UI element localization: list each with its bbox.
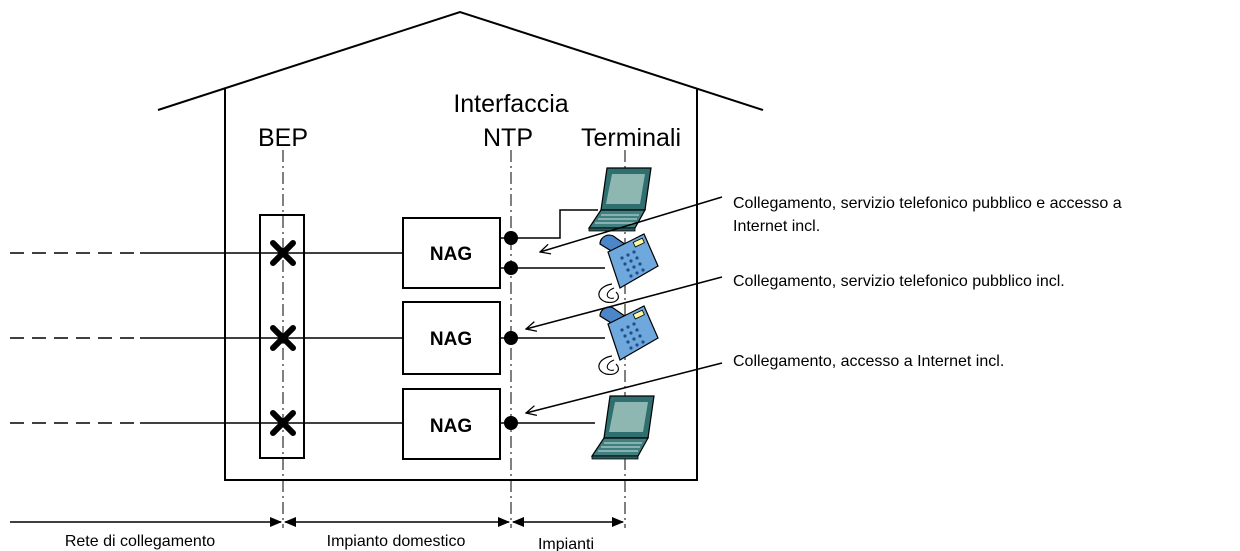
annotation-leaders (526, 196, 723, 413)
terminals-label: Terminali (581, 124, 681, 152)
nag-box: NAG (402, 388, 501, 460)
annotation-text: Collegamento, servizio telefonico pubbli… (733, 195, 1122, 212)
annotation-text: Internet incl. (733, 218, 820, 235)
annotation-text: Collegamento, servizio telefonico pubbli… (733, 273, 1065, 290)
nag-box: NAG (402, 217, 501, 289)
dimension-label-domestic: Impianto domestico (327, 533, 466, 550)
nag-label: NAG (430, 329, 472, 350)
ntp-label: NTP (483, 124, 533, 152)
dimension-label-installations: Impianti (538, 536, 594, 551)
nag-box: NAG (402, 301, 501, 375)
dimension-label-network: Rete di collegamento (65, 533, 215, 550)
telephone-icon (598, 305, 659, 375)
interface-label: Interfaccia (453, 90, 568, 118)
network-lines (10, 252, 403, 424)
bep-label: BEP (258, 124, 308, 152)
nag-label: NAG (430, 416, 472, 437)
laptop-icon (591, 395, 655, 460)
nag-label: NAG (430, 244, 472, 265)
reference-axes (282, 150, 626, 528)
telephone-icon (598, 233, 659, 303)
terminal-cables (511, 209, 605, 424)
bep-box (259, 214, 305, 459)
annotation-text: Collegamento, accesso a Internet incl. (733, 353, 1004, 370)
